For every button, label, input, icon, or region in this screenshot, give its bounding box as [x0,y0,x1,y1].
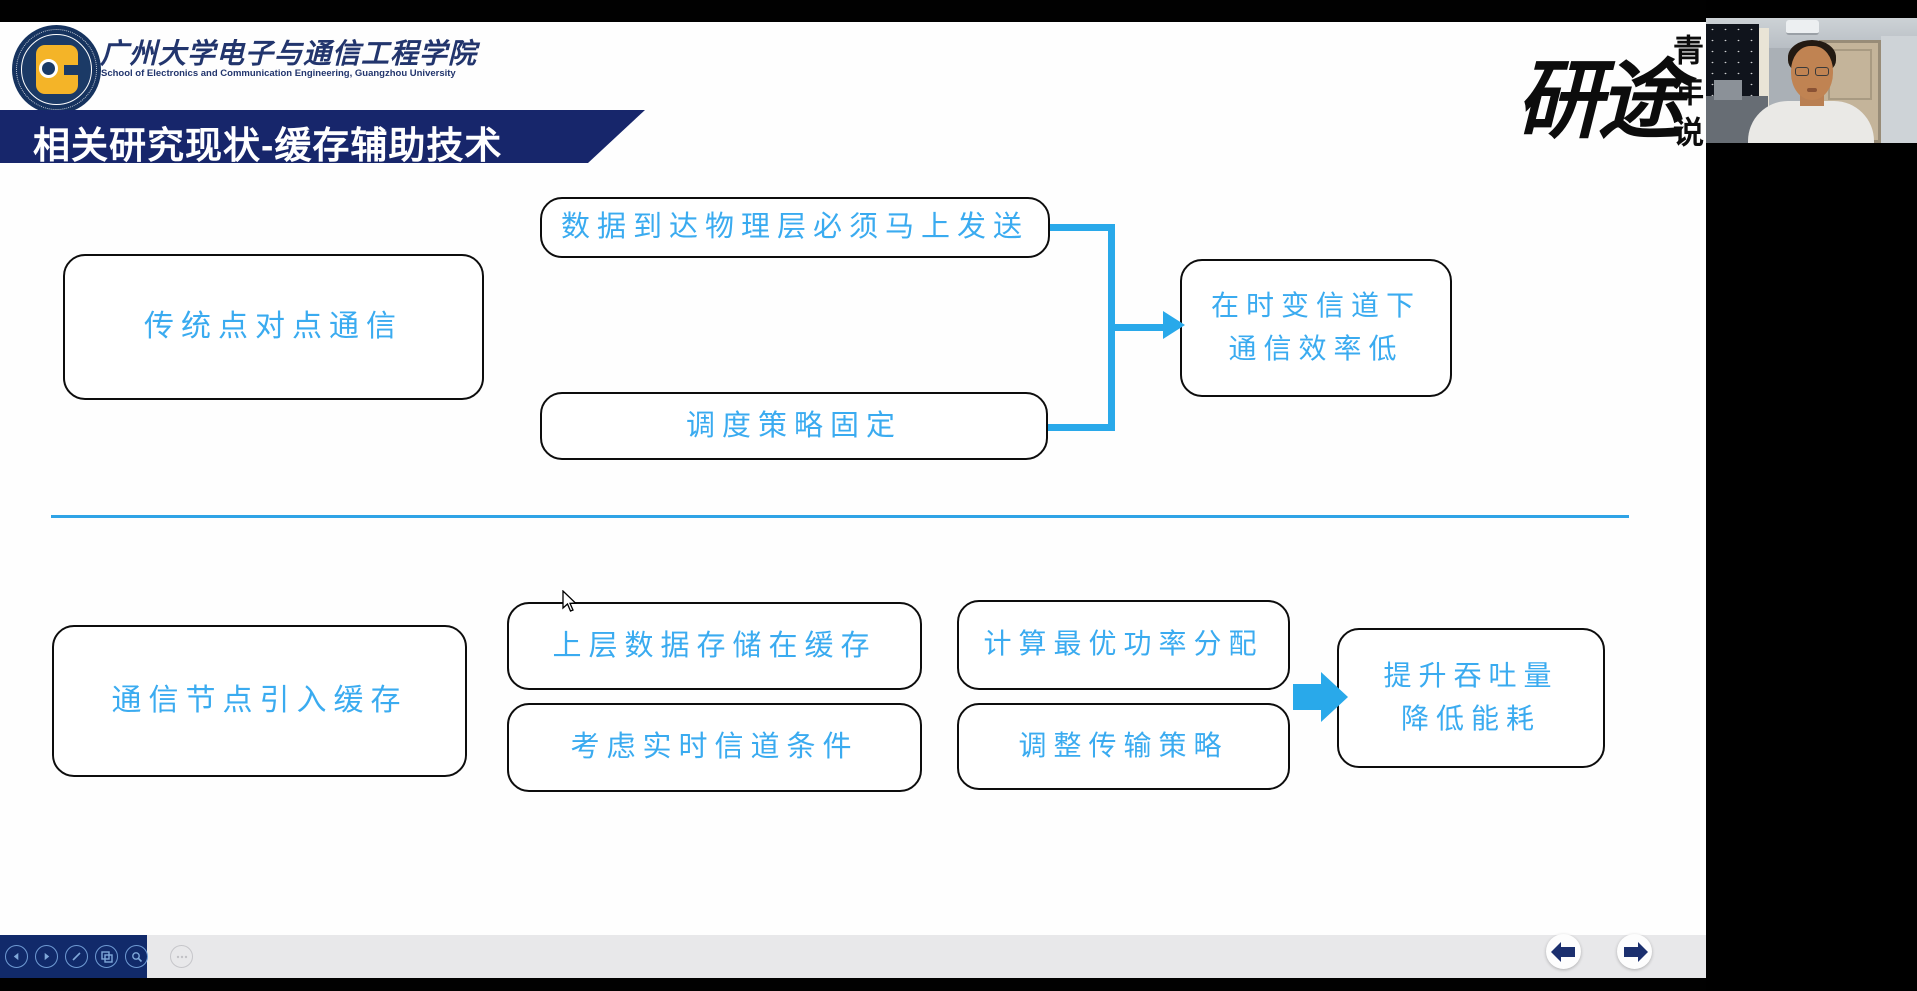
pen-tool-button[interactable] [65,945,88,968]
watermark-yantu: 研途 [1516,53,1684,149]
webcam-video[interactable] [1706,18,1917,143]
screen-share-region: 广州大学电子与通信工程学院 School of Electronics and … [0,0,1706,991]
webcam-desk-items [1714,80,1742,100]
webcam-ac-unit [1786,20,1819,35]
university-name-en: School of Electronics and Communication … [101,68,456,79]
webcam-window-light [1759,28,1769,110]
result2-line-2: 降低能耗 [1400,704,1541,735]
more-options-button[interactable] [170,945,193,968]
presenter-glasses [1795,67,1829,77]
previous-page-button[interactable] [1546,934,1581,969]
box-fixed-scheduling: 调度策略固定 [540,392,1048,460]
slide-panel-icon [100,950,113,963]
box-traditional-p2p: 传统点对点通信 [63,254,484,400]
watermark-qingnianshuo: 青年说 [1668,34,1703,157]
box-improve-throughput: 提升吞吐量 降低能耗 [1337,628,1605,768]
box-upper-data-cache: 上层数据存储在缓存 [507,602,922,690]
block-arrowhead-icon [1321,672,1348,722]
previous-arrow-icon [13,952,19,961]
toolbar-left-section [0,935,148,978]
presenter-toolbar [0,935,1706,978]
presenter-shirt [1748,101,1874,143]
connector-arrow-shaft [1115,324,1165,331]
result2-line-1: 提升吞吐量 [1383,660,1559,692]
box-low-efficiency: 在时变信道下 通信效率低 [1180,259,1452,397]
slide-title-banner: 相关研究现状-缓存辅助技术 [0,110,645,163]
webcam-wall [1881,36,1917,143]
result-line-2: 通信效率低 [1228,334,1404,365]
box-optimal-power: 计算最优功率分配 [957,600,1290,690]
block-arrow-shaft [1293,684,1322,710]
connector-top [1050,224,1115,231]
pen-icon [72,952,81,961]
magnifier-icon [131,951,142,962]
result-line-1: 在时变信道下 [1210,290,1421,322]
box-node-cache: 通信节点引入缓存 [52,625,467,777]
box-realtime-channel: 考虑实时信道条件 [507,703,922,792]
presenter-mouth [1807,88,1817,92]
mouse-cursor-icon [562,590,578,612]
box-data-must-send: 数据到达物理层必须马上发送 [540,197,1050,258]
connector-vertical [1108,224,1115,431]
next-arrow-icon [44,952,50,961]
video-sidebar: 全屏 热键:" Ctrl+回车" [1706,0,1917,991]
previous-slide-button[interactable] [5,945,28,968]
more-ellipsis-icon [176,955,187,958]
box-adjust-strategy: 调整传输策略 [957,703,1290,790]
connector-bottom [1048,424,1115,431]
connector-arrowhead-icon [1163,311,1185,339]
university-name-cn: 广州大学电子与通信工程学院 [100,39,478,70]
top-letterbox [0,0,1706,22]
slide-title: 相关研究现状-缓存辅助技术 [33,125,503,166]
slide-panel-button[interactable] [95,945,118,968]
next-page-button[interactable] [1617,934,1652,969]
logo-ring [16,29,97,110]
left-block-arrow-icon [1550,941,1575,962]
university-logo [12,25,101,114]
right-block-arrow-icon [1623,941,1648,962]
logo-emblem-icon [36,45,81,94]
presentation-slide: 广州大学电子与通信工程学院 School of Electronics and … [0,22,1706,935]
bottom-letterbox [0,978,1706,991]
section-divider-line [51,515,1629,518]
zoom-tool-button[interactable] [125,945,148,968]
next-slide-button[interactable] [35,945,58,968]
